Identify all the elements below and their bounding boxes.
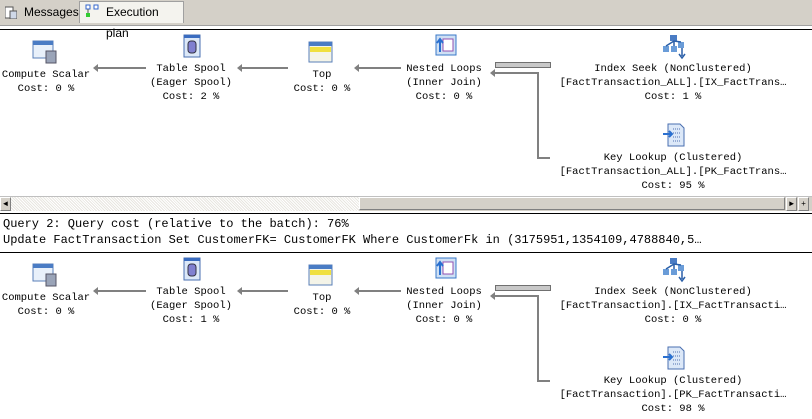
node-title: Index Seek (NonClustered) bbox=[594, 63, 752, 75]
node-cost: Cost: 0 % bbox=[293, 306, 351, 318]
node-title: Compute Scalar bbox=[1, 69, 91, 81]
node-cost: Cost: 2 % bbox=[162, 91, 220, 103]
horizontal-scrollbar[interactable]: ◄ ► + bbox=[0, 196, 812, 211]
node-nested-loops[interactable]: Nested Loops (Inner Join) Cost: 0 % bbox=[406, 285, 482, 327]
query-sql-text: Update FactTransaction Set CustomerFK= C… bbox=[3, 233, 702, 247]
node-table-spool[interactable]: Table Spool (Eager Spool) Cost: 1 % bbox=[150, 285, 232, 327]
tab-label: Messages bbox=[24, 5, 79, 19]
divider bbox=[0, 252, 812, 253]
node-title: Index Seek (NonClustered) bbox=[594, 286, 752, 298]
scroll-left-button[interactable]: ◄ bbox=[0, 197, 11, 211]
node-cost: Cost: 0 % bbox=[17, 83, 75, 95]
node-subtitle: (Inner Join) bbox=[406, 77, 482, 89]
flow-arrow bbox=[490, 69, 538, 77]
flow-connector bbox=[537, 295, 539, 382]
node-cost: Cost: 1 % bbox=[644, 91, 702, 103]
flow-arrow-thick bbox=[495, 62, 551, 68]
node-title: Key Lookup (Clustered) bbox=[603, 375, 743, 387]
node-object: [FactTransaction_ALL].[IX_FactTrans… bbox=[559, 77, 787, 89]
nested-loops-icon[interactable] bbox=[435, 34, 457, 56]
node-title: Table Spool bbox=[156, 63, 226, 75]
node-object: [FactTransaction].[IX_FactTransacti… bbox=[559, 300, 787, 312]
node-cost: Cost: 0 % bbox=[415, 314, 473, 326]
flow-arrow bbox=[354, 287, 401, 295]
scroll-right-button[interactable]: ► bbox=[786, 197, 797, 211]
node-key-lookup[interactable]: Key Lookup (Clustered) [FactTransaction].… bbox=[560, 374, 787, 416]
table-spool-icon[interactable] bbox=[183, 34, 201, 58]
tab-bar: Messages Execution plan bbox=[0, 0, 812, 40]
flow-arrow bbox=[93, 64, 146, 72]
node-subtitle: (Eager Spool) bbox=[150, 300, 232, 312]
flow-connector bbox=[537, 380, 550, 382]
compute-scalar-icon[interactable] bbox=[32, 40, 58, 64]
flow-arrow bbox=[237, 64, 288, 72]
scroll-thumb[interactable] bbox=[359, 197, 785, 210]
zoom-plus-button[interactable]: + bbox=[798, 197, 809, 211]
messages-icon bbox=[5, 6, 17, 19]
node-title: Top bbox=[312, 69, 332, 81]
index-seek-icon[interactable] bbox=[662, 34, 686, 60]
node-title: Table Spool bbox=[156, 286, 226, 298]
node-table-spool[interactable]: Table Spool (Eager Spool) Cost: 2 % bbox=[150, 62, 232, 104]
key-lookup-icon[interactable] bbox=[663, 123, 685, 147]
scroll-track[interactable] bbox=[11, 197, 359, 211]
compute-scalar-icon[interactable] bbox=[32, 263, 58, 287]
flow-arrow bbox=[354, 64, 401, 72]
node-subtitle: (Inner Join) bbox=[406, 300, 482, 312]
flow-connector bbox=[537, 157, 550, 159]
node-object: [FactTransaction_ALL].[PK_FactTrans… bbox=[559, 166, 787, 178]
index-seek-icon[interactable] bbox=[662, 257, 686, 283]
node-cost: Cost: 95 % bbox=[641, 180, 705, 192]
node-index-seek[interactable]: Index Seek (NonClustered) [FactTransactio… bbox=[560, 62, 787, 104]
flow-arrow-thick bbox=[495, 285, 551, 291]
node-cost: Cost: 1 % bbox=[162, 314, 220, 326]
node-title: Key Lookup (Clustered) bbox=[603, 152, 743, 164]
node-cost: Cost: 98 % bbox=[641, 403, 705, 415]
tab-messages[interactable]: Messages bbox=[0, 2, 80, 23]
node-cost: Cost: 0 % bbox=[17, 306, 75, 318]
top-icon[interactable] bbox=[308, 264, 333, 286]
query-cost-header: Query 2: Query cost (relative to the bat… bbox=[3, 217, 349, 231]
divider bbox=[0, 29, 812, 30]
divider bbox=[0, 213, 812, 214]
node-nested-loops[interactable]: Nested Loops (Inner Join) Cost: 0 % bbox=[406, 62, 482, 104]
execution-plan-icon bbox=[85, 4, 99, 17]
node-key-lookup[interactable]: Key Lookup (Clustered) [FactTransaction_A… bbox=[560, 151, 787, 193]
node-subtitle: (Eager Spool) bbox=[150, 77, 232, 89]
top-icon[interactable] bbox=[308, 41, 333, 63]
tab-execution-plan[interactable]: Execution plan bbox=[79, 1, 184, 40]
key-lookup-icon[interactable] bbox=[663, 346, 685, 370]
flow-connector bbox=[537, 72, 539, 159]
node-index-seek[interactable]: Index Seek (NonClustered) [FactTransactio… bbox=[560, 285, 787, 327]
flow-arrow bbox=[237, 287, 288, 295]
node-title: Top bbox=[312, 292, 332, 304]
node-object: [FactTransaction].[PK_FactTransacti… bbox=[559, 389, 787, 401]
nested-loops-icon[interactable] bbox=[435, 257, 457, 279]
table-spool-icon[interactable] bbox=[183, 257, 201, 281]
node-title: Nested Loops bbox=[406, 63, 482, 75]
flow-arrow bbox=[490, 292, 538, 300]
node-title: Compute Scalar bbox=[1, 292, 91, 304]
node-cost: Cost: 0 % bbox=[415, 91, 473, 103]
node-cost: Cost: 0 % bbox=[293, 83, 351, 95]
node-title: Nested Loops bbox=[406, 286, 482, 298]
node-cost: Cost: 0 % bbox=[644, 314, 702, 326]
flow-arrow bbox=[93, 287, 146, 295]
